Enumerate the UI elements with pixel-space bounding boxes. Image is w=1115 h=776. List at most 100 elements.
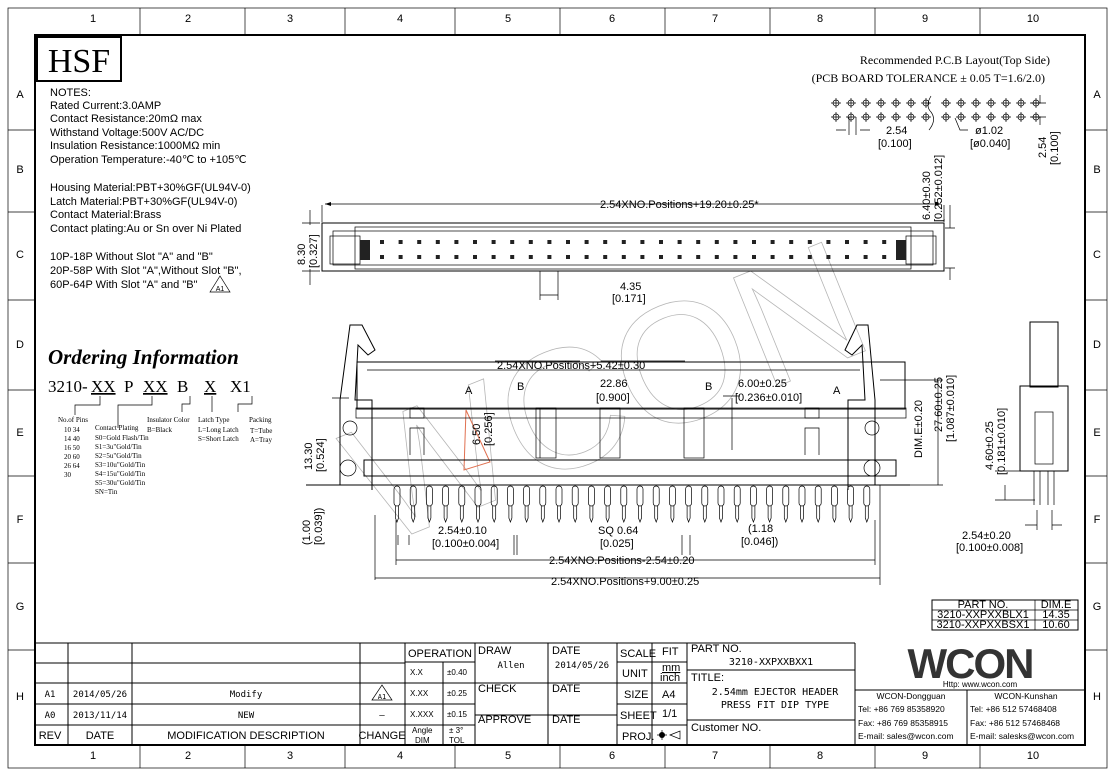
wcon-logo: WCON [908,640,1033,687]
company-block: WCON Http: www.wcon.com WCON-Dongguan Te… [855,640,1085,745]
contact-pin [863,255,868,259]
contact-pin [566,255,570,259]
svg-text:6.00±0.25: 6.00±0.25 [738,378,787,390]
svg-text:[0.524]: [0.524] [315,438,327,472]
contact-pin [782,485,790,523]
svg-text:[1.087±0.010]: [1.087±0.010] [945,375,957,442]
contact-pin [770,240,775,244]
svg-text:2.54±0.10: 2.54±0.10 [438,525,487,537]
revision-triangle-icon: A1 [371,684,393,701]
svg-text:PART NO.: PART NO. [958,599,1009,611]
svg-text:3210-: 3210- [48,377,88,396]
svg-text:E-mail: sales@wcon.com: E-mail: sales@wcon.com [858,731,954,741]
svg-text:NEW: NEW [238,711,255,721]
svg-text:Insulator Color: Insulator Color [147,416,190,424]
svg-text:±0.15: ±0.15 [447,710,468,719]
pcb-hole-icon [1016,98,1026,108]
svg-text:S4=15u"Gold/Tin: S4=15u"Gold/Tin [95,470,146,478]
svg-text:Http: www.wcon.com: Http: www.wcon.com [943,680,1018,689]
svg-text:DIM.E±0.20: DIM.E±0.20 [913,400,925,458]
note-line: 60P-64P With Slot "A" and "B" [50,279,198,291]
contact-pin [491,255,496,259]
svg-text:20 60: 20 60 [64,453,80,461]
row-marker: D [16,339,24,351]
svg-text:S3=10u"Gold/Tin: S3=10u"Gold/Tin [95,461,146,469]
contact-pin [566,240,570,244]
svg-text:DRAW: DRAW [478,645,512,657]
contact-pin [547,240,552,244]
svg-text:—: — [379,711,385,721]
row-marker: H [1093,691,1101,703]
pcb-hole-icon [1016,112,1026,122]
svg-text:B: B [177,377,188,396]
contact-pin [733,240,738,244]
svg-text:CHECK: CHECK [478,683,517,695]
pcb-hole-icon [831,98,841,108]
svg-text:P: P [124,377,133,396]
svg-text:(1.18: (1.18 [748,523,773,535]
contact-pin [669,485,676,523]
svg-text:[0.900]: [0.900] [596,392,630,404]
contact-pin [528,240,533,244]
column-marker: 2 [185,750,191,762]
svg-text:26 64: 26 64 [64,462,80,470]
contact-pin [863,485,871,523]
svg-text:XX: XX [91,377,116,396]
svg-text:PART NO.: PART NO. [691,643,742,655]
contact-pin [807,255,812,259]
svg-text:APPROVE: APPROVE [478,714,531,726]
pcb-title: Recommended P.C.B Layout(Top Side) [860,53,1050,67]
svg-text:[0.252±0.012]: [0.252±0.012] [933,155,945,222]
contact-pin [398,255,403,259]
svg-text:Packing: Packing [249,416,272,424]
svg-text:2014/05/26: 2014/05/26 [73,690,127,700]
note-line: Rated Current:3.0AMP [50,100,161,112]
svg-text:14.35: 14.35 [1042,609,1070,621]
note-line: Contact Resistance:20mΩ max [50,113,202,125]
row-marker: G [16,601,25,613]
svg-text:A0: A0 [45,711,56,721]
row-marker: E [1093,427,1100,439]
contact-pin [380,255,384,259]
pcb-hole-icon [876,98,886,108]
svg-text:16 50: 16 50 [64,444,80,452]
note-line: Operation Temperature:-40℃ to +105℃ [50,154,247,166]
pcb-hole-icon [971,112,981,122]
contact-pin [435,240,440,244]
svg-text:PRESS FIT DIP TYPE: PRESS FIT DIP TYPE [721,700,829,711]
svg-text:A=Tray: A=Tray [250,436,272,444]
svg-text:DATE: DATE [552,645,581,657]
column-marker: 9 [922,13,928,25]
contact-pin [685,485,692,523]
contact-pin [750,485,757,523]
svg-text:S0=Gold Flash/Tin: S0=Gold Flash/Tin [95,434,149,442]
svg-text:2.54mm EJECTOR HEADER: 2.54mm EJECTOR HEADER [712,687,839,698]
contact-pin [584,255,589,259]
column-marker: 3 [287,13,293,25]
row-marker: F [1094,514,1101,526]
svg-text:8.30: 8.30 [296,244,308,265]
contact-pin [770,255,775,259]
svg-text:[0.181±0.010]: [0.181±0.010] [996,408,1008,475]
svg-text:DATE: DATE [552,714,581,726]
svg-text:[0.100±0.008]: [0.100±0.008] [956,542,1023,554]
contact-pin [571,485,579,523]
contact-pin [604,485,611,523]
svg-text:[0.327]: [0.327] [308,234,320,268]
row-marker: G [1093,601,1102,613]
contact-pin [510,255,515,259]
contact-pin [636,485,644,523]
contact-pin [458,485,466,523]
svg-text:B=Black: B=Black [147,426,172,434]
svg-text:S2=5u"Gold/Tin: S2=5u"Gold/Tin [95,452,142,460]
svg-text:B: B [517,381,524,393]
contact-pin [620,485,628,523]
svg-text:HSF: HSF [48,43,110,80]
contact-pin [659,255,663,259]
contact-pin [442,485,449,523]
svg-text:Latch Type: Latch Type [198,416,229,424]
svg-text:CHANGE: CHANGE [358,730,405,742]
svg-text:2014/05/26: 2014/05/26 [555,661,609,671]
column-marker: 1 [90,13,96,25]
contact-pin [789,240,794,244]
